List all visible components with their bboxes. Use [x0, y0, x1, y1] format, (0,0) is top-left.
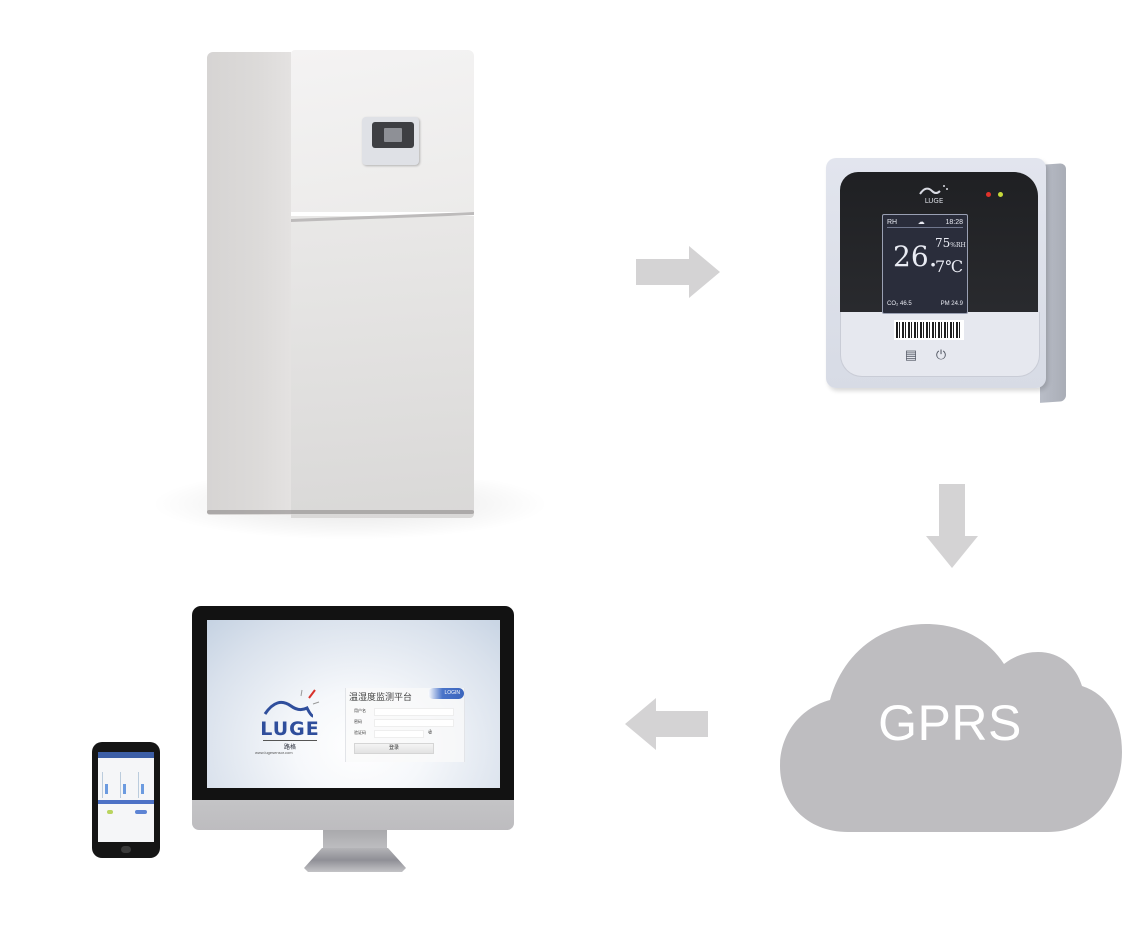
arrow-right-shape: [636, 246, 720, 298]
phone-app-band: [98, 800, 154, 804]
cabinet-unit-node: [140, 40, 550, 540]
cabinet-base-line: [207, 510, 474, 514]
lcd-temperature-dec: 7℃: [935, 257, 964, 276]
cabinet-mini-controller-icon: [362, 117, 419, 165]
gprs-cloud-node: GPRS: [778, 616, 1122, 834]
phone-screen: [98, 752, 154, 842]
login-title: 温湿度监测平台: [349, 692, 413, 702]
luge-bird-logo-icon: [263, 689, 320, 718]
captcha-field[interactable]: [374, 730, 424, 738]
led-red-icon: [986, 192, 991, 197]
power-button-icon[interactable]: ⏻: [935, 347, 947, 362]
wall-controller-node: LUGE RH ☁ 18:28 75%RH 26. 7℃ CO₂ 46.5 PM…: [822, 152, 1070, 408]
password-field[interactable]: [374, 719, 454, 727]
controller-lcd: RH ☁ 18:28 75%RH 26. 7℃ CO₂ 46.5 PM 24.9: [882, 214, 968, 314]
phone-app-header: [98, 752, 154, 758]
cloud-label: GPRS: [878, 695, 1022, 751]
lcd-humidity: 75%RH: [935, 236, 966, 250]
menu-button-icon[interactable]: ▤: [904, 347, 918, 362]
phone-home-button[interactable]: [121, 846, 131, 853]
mobile-phone-node: [92, 742, 162, 860]
lcd-status-bar: RH ☁ 18:28: [887, 217, 963, 228]
username-row: 用户名: [354, 708, 454, 716]
monitor-screen: LUGE 路格 www.lugesensor.com 温湿度监测平台 LOGIN…: [207, 620, 500, 788]
desktop-monitor-node: LUGE 路格 www.lugesensor.com 温湿度监测平台 LOGIN…: [190, 604, 518, 874]
phone-chart-column: [102, 772, 113, 798]
username-field[interactable]: [374, 708, 454, 716]
cabinet-front-lower-panel: [291, 216, 474, 518]
captcha-row: 验证码 ज्रे: [354, 730, 432, 738]
arrow-right-icon: [636, 246, 720, 298]
lcd-status-left: RH: [887, 218, 898, 226]
cloud-icon: [780, 624, 1122, 832]
monitor-stand-neck: [323, 830, 387, 850]
cloud-shape: [780, 624, 1122, 832]
monitor-stand-base: [304, 848, 406, 872]
captcha-image[interactable]: ज्रे: [428, 730, 432, 736]
login-address: www.lugesensor.com: [255, 750, 293, 755]
login-button[interactable]: 登录: [354, 743, 434, 754]
phone-status-indicator: [107, 810, 113, 814]
login-logo: LUGE 路格 www.lugesensor.com: [255, 686, 325, 764]
password-row: 密码: [354, 719, 454, 727]
arrow-down-icon: [926, 484, 978, 568]
login-panel: 温湿度监测平台 LOGIN 用户名 密码 验证码 ज्रे 登录: [345, 688, 465, 762]
login-badge: LOGIN: [428, 688, 464, 699]
login-brand-sub: 路格: [263, 740, 317, 751]
barcode-label: [894, 320, 964, 340]
arrow-down-shape: [926, 484, 978, 568]
phone-action-button[interactable]: [135, 810, 147, 814]
phone-chart-column: [138, 772, 149, 798]
login-brand: LUGE: [260, 718, 320, 740]
cloud-weather-icon: ☁: [917, 219, 925, 226]
arrow-left-shape: [625, 698, 708, 750]
arrow-left-icon: [625, 698, 708, 750]
cabinet-side-panel: [207, 52, 291, 515]
luge-logo-icon: LUGE: [919, 185, 948, 205]
lcd-temperature-int: 26.: [893, 240, 938, 273]
phone-chart-column: [120, 772, 131, 798]
led-green-icon: [998, 192, 1003, 197]
lcd-clock: 18:28: [945, 218, 963, 226]
monitor-chin: [192, 800, 514, 830]
lcd-footer: CO₂ 46.5 PM 24.9: [887, 301, 963, 307]
controller-brand: LUGE: [925, 197, 944, 205]
